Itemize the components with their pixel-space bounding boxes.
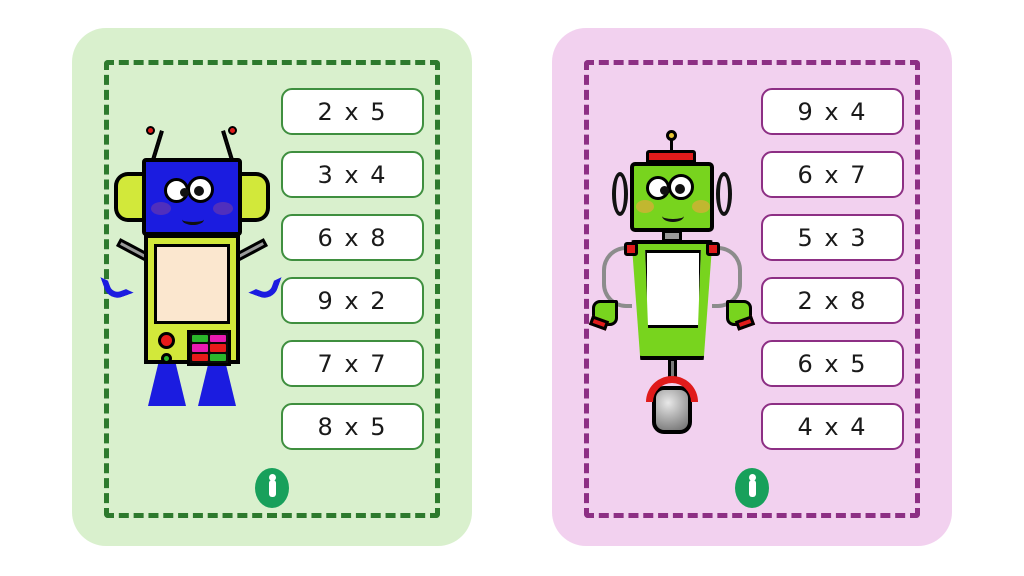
blue-robot-illustration	[100, 126, 282, 416]
claw-right	[248, 268, 282, 302]
question-card[interactable]: 9 x 4	[761, 88, 904, 135]
shoulder-left	[624, 242, 638, 256]
question-list-pink: 9 x 4 6 x 7 5 x 3 2 x 8 6 x 5 4 x 4	[761, 88, 904, 450]
antenna-tip-left-icon	[146, 126, 155, 135]
keypad-key	[192, 335, 208, 343]
question-card[interactable]: 6 x 8	[281, 214, 424, 261]
dashed-frame-green	[104, 60, 440, 518]
smile	[182, 214, 204, 225]
body-screen	[645, 250, 701, 328]
logo-mark-icon	[268, 473, 276, 497]
task-card-pink[interactable]: 9 x 4 6 x 7 5 x 3 2 x 8 6 x 5 4 x 4	[552, 28, 952, 546]
keypad-key	[192, 344, 208, 352]
body-button-red	[158, 332, 175, 349]
leg-right	[198, 362, 236, 406]
robot-head	[142, 158, 242, 236]
question-list-green: 2 x 5 3 x 4 6 x 8 9 x 2 7 x 7 8 x 5	[281, 88, 424, 450]
pupil-left	[180, 188, 189, 197]
question-card[interactable]: 2 x 5	[281, 88, 424, 135]
logo-badge-green	[255, 468, 289, 508]
logo-mark-icon	[748, 473, 756, 497]
question-card[interactable]: 3 x 4	[281, 151, 424, 198]
question-card[interactable]: 6 x 7	[761, 151, 904, 198]
logo-badge-pink	[735, 468, 769, 508]
blush-right	[213, 202, 233, 215]
body-button-green	[161, 353, 172, 364]
smile	[662, 210, 684, 222]
question-card[interactable]: 5 x 3	[761, 214, 904, 261]
question-card[interactable]: 4 x 4	[761, 403, 904, 450]
green-robot-illustration	[580, 128, 760, 434]
body-keypad	[187, 330, 231, 366]
keypad-key	[210, 353, 226, 361]
claw-left	[100, 268, 134, 302]
keypad-key	[192, 353, 208, 361]
pupil-left	[660, 186, 669, 195]
keypad-key	[210, 335, 226, 343]
ear-right	[238, 172, 270, 222]
antenna-tip-right-icon	[228, 126, 237, 135]
task-card-green[interactable]: 2 x 5 3 x 4 6 x 8 9 x 2 7 x 7 8 x 5	[72, 28, 472, 546]
pupil-right	[675, 184, 685, 194]
leg-left	[148, 362, 186, 406]
keypad-key	[210, 344, 226, 352]
eye-right	[187, 176, 214, 203]
question-card[interactable]: 9 x 2	[281, 277, 424, 324]
blush-right	[692, 200, 710, 213]
antenna-knob-icon	[666, 130, 677, 141]
body-screen	[154, 244, 230, 324]
question-card[interactable]: 6 x 5	[761, 340, 904, 387]
shoulder-right	[706, 242, 720, 256]
dashed-frame-pink	[584, 60, 920, 518]
pupil-right	[194, 186, 204, 196]
question-card[interactable]: 8 x 5	[281, 403, 424, 450]
wheel-fender	[646, 376, 698, 402]
question-card[interactable]: 7 x 7	[281, 340, 424, 387]
blush-left	[636, 200, 654, 213]
question-card[interactable]: 2 x 8	[761, 277, 904, 324]
ear-right	[716, 172, 732, 216]
eye-left	[646, 176, 670, 200]
ear-left	[612, 172, 628, 216]
blush-left	[151, 202, 171, 215]
ear-left	[114, 172, 146, 222]
antenna-stem	[670, 140, 673, 152]
